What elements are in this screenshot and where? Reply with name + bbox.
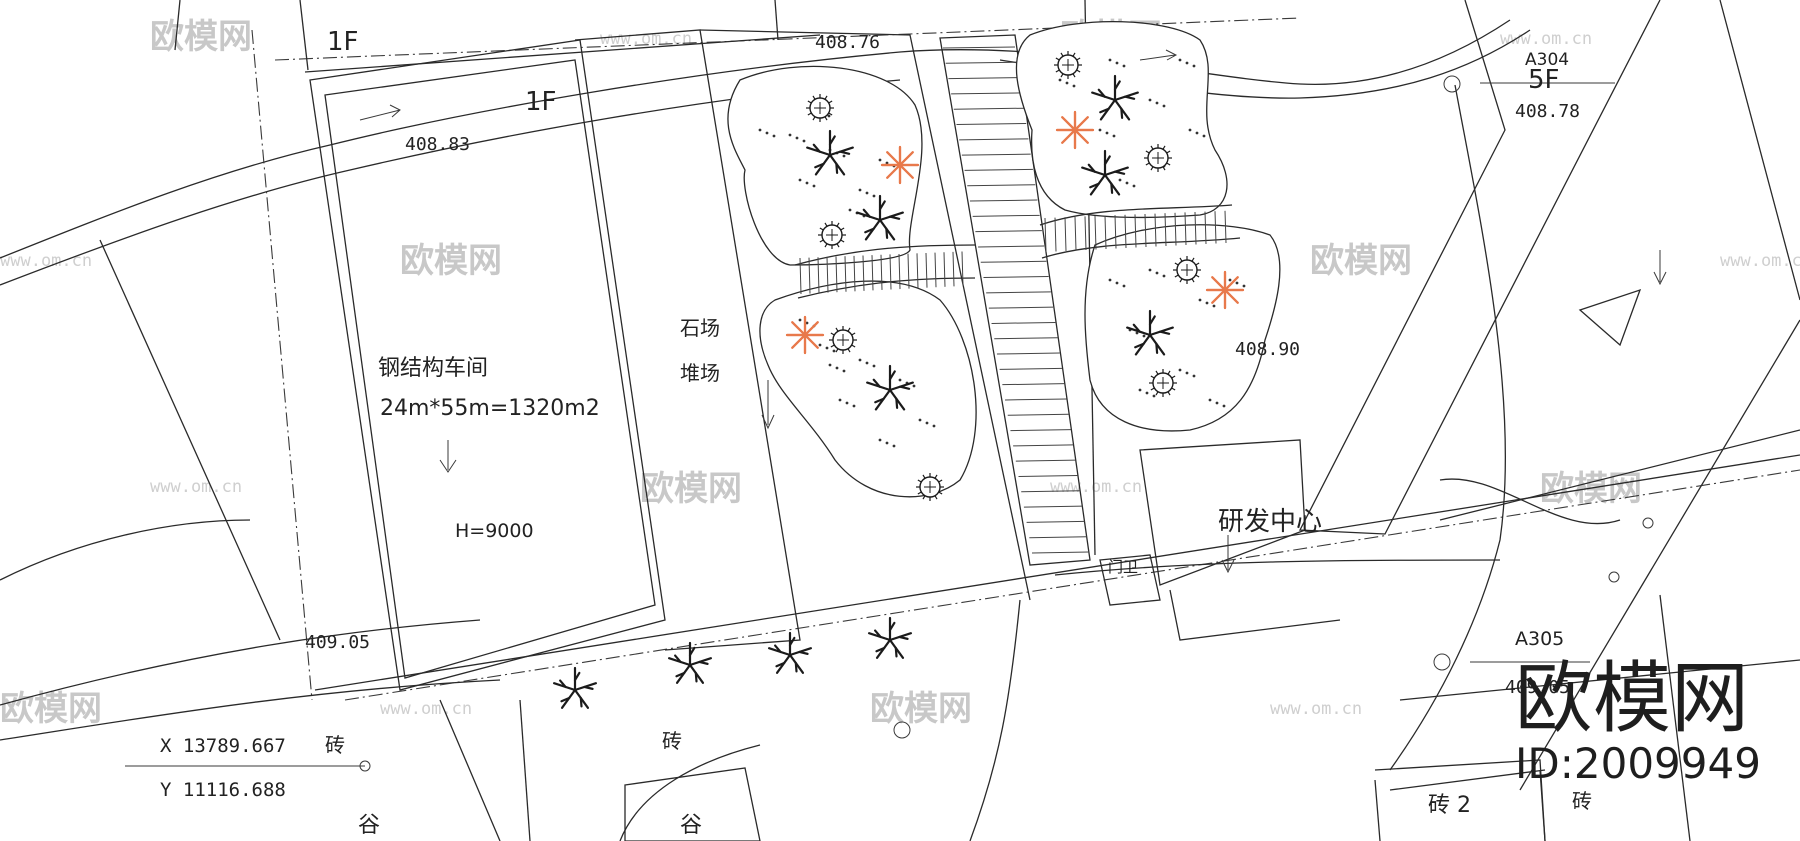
planter-top-right: [1015, 20, 1228, 219]
right-arrow-icon: [359, 104, 401, 121]
shrub-icon: [829, 326, 857, 354]
watermark-url: www.om.cn: [0, 251, 92, 271]
shrub-icon: [1149, 369, 1177, 397]
tree-icon: [767, 631, 813, 674]
right-arrow-icon: [1139, 49, 1178, 61]
guard-room-label: 门卫: [1108, 558, 1138, 576]
survey-point-marker: [1433, 653, 1451, 671]
shrub-icon: [1054, 51, 1082, 79]
brick-label: 砖 2: [1428, 793, 1471, 818]
survey-points: [125, 75, 1654, 772]
watermark-url: www.om.cn: [1050, 477, 1142, 497]
watermark-brand-large: 欧模网: [1515, 654, 1749, 744]
watermark-brand: 欧模网: [1310, 241, 1412, 281]
tree-icon: [866, 364, 914, 411]
watermark-corner: 欧模网 ID:2009949: [1515, 654, 1761, 788]
floor-label-5f: 5F: [1528, 65, 1560, 95]
stone-yard-label: 堆场: [680, 361, 720, 385]
survey-point-marker: [1608, 571, 1620, 583]
watermark-brand: 欧模网: [0, 689, 102, 729]
flowering-tree-icon: [785, 315, 825, 355]
drawing-labels: 1F 1F 5F A304 A305 钢结构车间 24m*55m=1320m2 …: [160, 27, 1592, 838]
floor-label-1f: 1F: [327, 27, 359, 57]
planter-bottom-right: [1084, 224, 1281, 432]
rd-center-label: 研发中心: [1218, 507, 1322, 537]
tree-icon: [856, 194, 904, 241]
rd-center-outline: [1139, 439, 1306, 586]
bridge-right: [1039, 204, 1241, 259]
survey-point-marker: [1443, 75, 1461, 93]
watermark-url: www.om.cn: [1270, 699, 1362, 719]
central-stairs: [939, 34, 1091, 566]
valley-label: 谷: [358, 813, 380, 838]
coordinate-y: Y 11116.688: [160, 779, 286, 801]
watermark-brand: 欧模网: [870, 689, 972, 729]
down-arrow-icon: [1221, 535, 1235, 574]
floor-label-1f: 1F: [525, 87, 557, 117]
workshop-height: H=9000: [455, 520, 534, 542]
tree-icon: [1126, 309, 1174, 356]
down-arrow-icon: [761, 380, 775, 430]
workshop-name: 钢结构车间: [378, 356, 488, 381]
tree-icon: [667, 641, 713, 684]
direction-arrows: [359, 49, 1667, 574]
shrub-icon: [916, 473, 944, 501]
watermark-brand: 欧模网: [150, 17, 252, 57]
coordinate-x: X 13789.667: [160, 735, 286, 757]
stone-yard-label: 石场: [680, 316, 720, 340]
workshop-area: 24m*55m=1320m2: [380, 396, 600, 421]
workshop-outline: [309, 39, 666, 691]
planter-top-left: [727, 65, 923, 266]
elevation-label: 408.83: [405, 134, 470, 155]
watermark-url: www.om.cn: [1720, 251, 1800, 271]
elevation-label: 408.76: [815, 32, 880, 53]
building-code: A305: [1515, 628, 1564, 650]
tree-icon: [1081, 149, 1129, 196]
elevation-label: 408.90: [1235, 339, 1300, 360]
brick-label: 砖: [325, 733, 345, 757]
flowering-tree-icon: [1205, 270, 1245, 310]
watermark-brand: 欧模网: [640, 469, 742, 509]
shrub-icon: [1173, 256, 1201, 284]
elevation-label: 409.05: [1505, 677, 1570, 698]
tree-icon: [1091, 74, 1139, 121]
brick-label: 砖: [1572, 789, 1592, 813]
stone-yard-outline: [574, 29, 801, 651]
shrub-icon: [818, 221, 846, 249]
bridge-left: [794, 244, 976, 299]
tree-icon: [867, 616, 913, 659]
guard-room-outline: [1099, 554, 1161, 606]
flowering-tree-icon: [1055, 110, 1095, 150]
elevation-label: 408.78: [1515, 101, 1580, 122]
watermark-url: www.om.cn: [1500, 29, 1592, 49]
tree-icon: [552, 666, 598, 709]
tree-symbols: [552, 51, 1245, 709]
tree-icon: [806, 129, 854, 176]
watermark-brand: 欧模网: [1540, 469, 1642, 509]
survey-point-marker: [1642, 517, 1654, 529]
elevation-label: 409.05: [305, 632, 370, 653]
flowering-tree-icon: [880, 145, 920, 185]
brick-label: 砖: [662, 729, 682, 753]
down-arrow-icon: [1653, 250, 1667, 286]
building-code: A304: [1525, 50, 1569, 70]
valley-label: 谷: [680, 813, 702, 838]
planter-bottom-left: [759, 280, 977, 498]
watermark-brand: 欧模网: [400, 241, 502, 281]
survey-point-marker: [893, 721, 911, 739]
watermark-id: ID:2009949: [1515, 739, 1761, 788]
watermark-url: www.om.cn: [150, 477, 242, 497]
shrub-icon: [1144, 144, 1172, 172]
shrub-icon: [806, 94, 834, 122]
watermark-url: www.om.cn: [380, 699, 472, 719]
down-arrow-icon: [439, 440, 457, 473]
